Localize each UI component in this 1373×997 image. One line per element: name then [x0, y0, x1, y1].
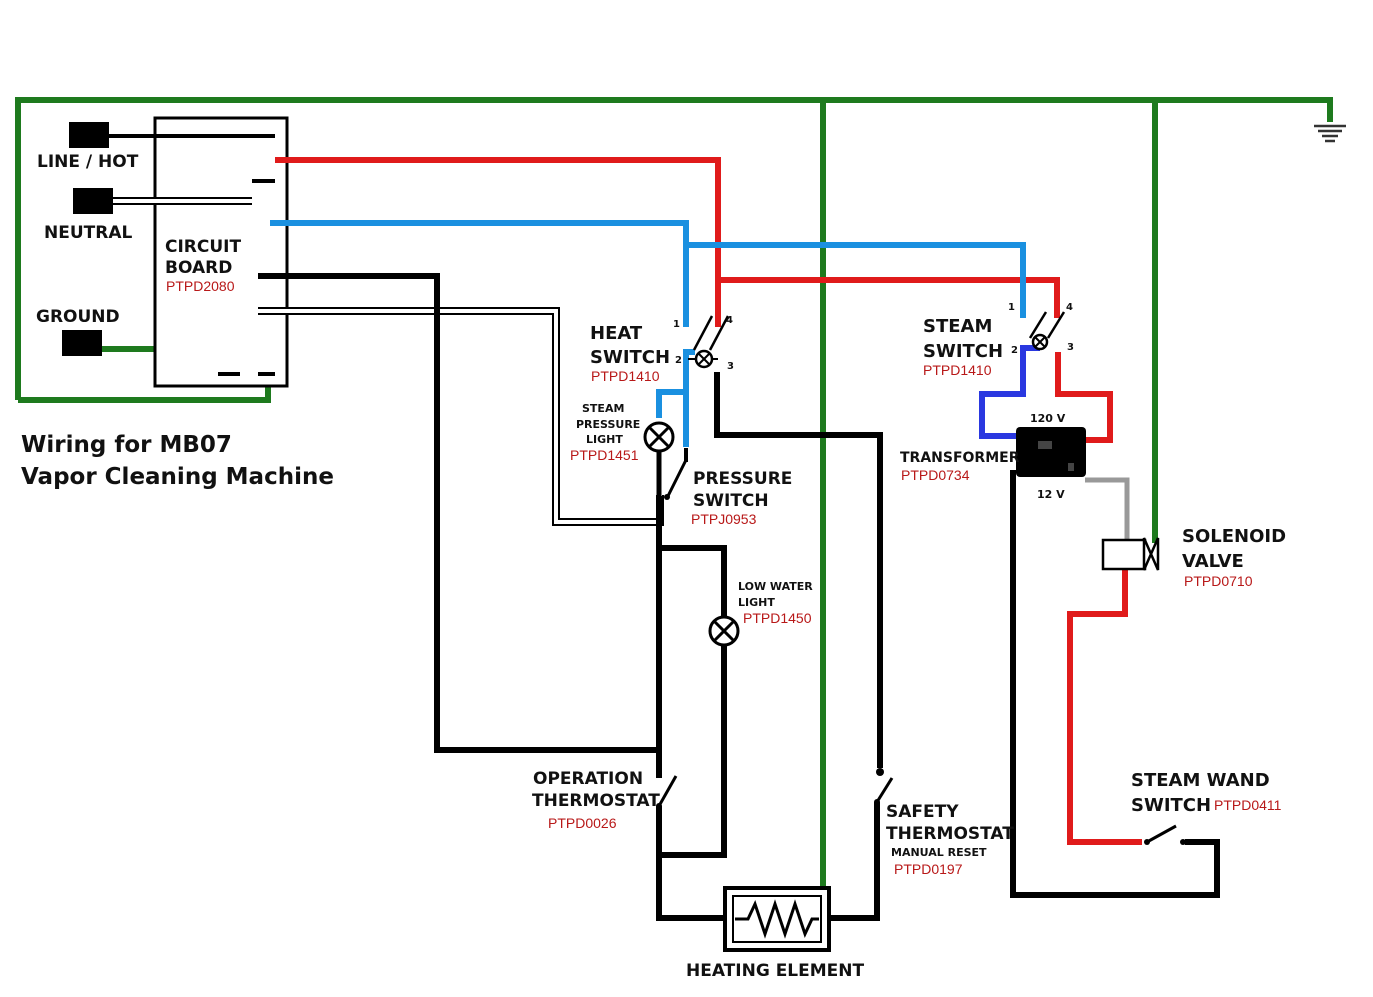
ground-bus-wire — [15, 97, 1333, 400]
steam-pressure-light-wire — [656, 389, 686, 418]
steam-pressure-light-label-2: PRESSURE — [576, 418, 640, 431]
steam-wand-switch-label-1: STEAM WAND — [1131, 770, 1270, 791]
heat-switch-pin-4: 4 — [726, 315, 733, 326]
steam-pressure-light-label-1: STEAM — [582, 402, 624, 415]
steam-wand-switch-code: PTPD0411 — [1214, 797, 1282, 813]
steam-wand-switch-icon — [1144, 824, 1186, 845]
transformer — [1016, 427, 1086, 477]
ground-wires — [15, 97, 1333, 888]
safety-thermostat-label-1: SAFETY — [886, 802, 959, 822]
earth-ground-icon — [1314, 124, 1346, 143]
steam-wand-switch-label-2: SWITCH — [1131, 795, 1211, 816]
pressure-switch-icon — [664, 448, 688, 500]
heat-switch-to-safety-wire — [714, 372, 883, 768]
terminal-label-ground: GROUND — [36, 307, 120, 327]
control-wires — [258, 273, 1220, 921]
heat-switch-pin-2: 2 — [675, 355, 682, 366]
circuit-board-label-1: CIRCUIT — [165, 237, 241, 257]
operation-thermostat-code: PTPD0026 — [548, 815, 617, 831]
transformer-code: PTPD0734 — [901, 467, 970, 483]
safety-thermostat-note: MANUAL RESET — [891, 846, 987, 859]
pressure-switch-label-2: SWITCH — [693, 491, 769, 511]
steam-pressure-light-label-3: LIGHT — [586, 433, 623, 446]
steam-switch-pin-3: 3 — [1067, 342, 1074, 353]
diagram-title-line-2: Vapor Cleaning Machine — [21, 464, 334, 490]
safety-thermostat-icon — [874, 768, 894, 805]
transformer-to-solenoid-wire — [1085, 477, 1130, 541]
solenoid-valve-label-1: SOLENOID — [1182, 526, 1286, 547]
heating-element-icon — [723, 886, 831, 952]
pressure-switch-code: PTPJ0953 — [691, 511, 757, 527]
safety-thermostat-code: PTPD0197 — [894, 861, 963, 877]
heat-switch-label-1: HEAT — [590, 323, 643, 344]
heat-switch-label-2: SWITCH — [590, 347, 670, 368]
heating-element-label: HEATING ELEMENT — [686, 961, 865, 981]
steam-switch-label-2: SWITCH — [923, 341, 1003, 362]
low-water-light-wire — [659, 545, 727, 616]
solenoid-valve-label-2: VALVE — [1182, 551, 1244, 572]
operation-thermostat-feed-wire — [258, 273, 659, 753]
transformer-secondary-label: 12 V — [1037, 488, 1065, 501]
steam-switch-to-transformer-hot-wire — [1055, 352, 1113, 443]
heat-switch-pin-1: 1 — [673, 319, 680, 330]
operation-thermostat-icon — [655, 775, 678, 809]
hot-wires — [275, 157, 1142, 845]
terminal-label-line-hot: LINE / HOT — [37, 152, 139, 172]
steam-pressure-light-icon — [643, 421, 675, 496]
heat-switch-to-lights-wire — [683, 349, 695, 447]
operation-thermostat-lower-wire — [656, 806, 725, 921]
steam-switch-pin-2: 2 — [1011, 345, 1018, 356]
hot-to-heat-switch-wire — [275, 157, 721, 327]
solenoid-valve-code: PTPD0710 — [1184, 573, 1253, 589]
steam-switch-pin-4: 4 — [1066, 302, 1073, 313]
ground-terminal — [62, 330, 102, 356]
operation-thermostat-label-1: OPERATION — [533, 769, 643, 789]
steam-switch-pin-1: 1 — [1008, 302, 1015, 313]
pressure-switch-label-1: PRESSURE — [693, 469, 792, 489]
heat-switch-pin-3: 3 — [727, 361, 734, 372]
low-water-light-code: PTPD1450 — [743, 610, 812, 626]
steam-switch-label-1: STEAM — [923, 316, 992, 337]
steam-switch-to-transformer-neutral-wire — [979, 345, 1040, 439]
circuit-board-label-2: BOARD — [165, 258, 232, 278]
line-hot-terminal — [69, 122, 109, 148]
operation-thermostat-label-2: THERMOSTAT — [532, 791, 660, 811]
hot-to-steam-switch-wire — [718, 277, 1060, 318]
low-water-light-return-wire — [659, 646, 727, 858]
steam-pressure-light-code: PTPD1451 — [570, 447, 639, 463]
circuit-board-pins — [218, 179, 275, 376]
low-water-light-icon — [708, 615, 740, 647]
safety-thermostat-return-wire — [830, 802, 880, 921]
steam-switch-code: PTPD1410 — [923, 362, 992, 378]
circuit-board-code: PTPD2080 — [166, 278, 235, 294]
transformer-label: TRANSFORMER — [900, 450, 1020, 466]
neutral-to-heat-switch-wire — [270, 220, 689, 327]
neutral-to-steam-switch-wire — [686, 242, 1026, 318]
neutral-wires — [270, 220, 1026, 447]
solenoid-to-wand-switch-wire — [1067, 568, 1142, 845]
diagram-title-line-1: Wiring for MB07 — [21, 432, 232, 458]
transformer-secondary-wire — [1010, 470, 1220, 898]
transformer-primary-label: 120 V — [1030, 412, 1066, 425]
steam-switch-icon — [1028, 311, 1066, 351]
solenoid-valve-icon — [1101, 537, 1160, 571]
safety-thermostat-label-2: THERMOSTAT — [886, 824, 1014, 844]
neutral-terminal — [73, 188, 113, 214]
low-water-light-label-1: LOW WATER — [738, 580, 813, 593]
circuit-board — [153, 116, 289, 388]
heat-switch-code: PTPD1410 — [591, 368, 660, 384]
terminal-label-neutral: NEUTRAL — [44, 223, 132, 243]
heat-switch-icon — [686, 315, 730, 369]
low-water-light-label-2: LIGHT — [738, 596, 775, 609]
